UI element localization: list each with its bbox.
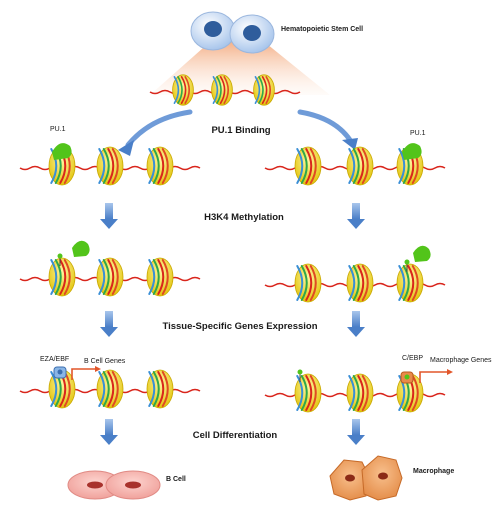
stage-pu1-binding: PU.1 Binding [211,125,271,136]
macrophage-label: Macrophage [413,468,455,475]
b-cell-transcription-arrowhead [95,366,101,372]
cebp-label: C/EBP [402,355,424,362]
pu1-factor-bound-left [52,143,72,160]
pu1-factor-released-left [72,240,90,257]
nucleosome [146,257,174,297]
nucleosome [346,373,374,413]
chromatin-strand-right-h3k4 [264,263,446,303]
nucleosome [396,263,424,303]
nucleosome [96,369,124,409]
b-cell-transcription-arrow [71,368,95,380]
eza-ebf-factor-core [57,369,63,375]
chromatin-strand-top [149,74,301,106]
nucleosome [253,74,275,106]
nucleosome [48,257,76,297]
nucleosome [146,146,174,186]
nucleosome [396,373,424,413]
nucleosome [96,146,124,186]
b-cell-pair [67,470,161,500]
stage-h3k4-methylation: H3K4 Methylation [204,212,284,223]
macrophage-pair [329,455,403,501]
nucleosome [294,263,322,303]
macrophage-transcription-arrowhead [447,369,453,375]
chromatin-strand-left-h3k4 [19,257,201,297]
nucleosome [294,146,322,186]
pu1-label-right: PU.1 [410,130,426,137]
right-step-arrows [347,203,365,445]
macrophage-transcription-arrow [419,371,447,383]
stem-cell-label: Hematopoietic Stem Cell [281,26,364,33]
nucleosome [96,257,124,297]
b-cell-genes-label: B Cell Genes [84,358,126,365]
right-branch-arrow [297,109,353,143]
chromatin-strands [19,74,446,413]
nucleosome [211,74,233,106]
left-branch-arrowhead [118,140,134,156]
pu1-factor-bound-right [402,143,422,160]
pu1-label-left: PU.1 [50,126,66,133]
cebp-factor-core [404,374,410,380]
right-branch-arrowhead [342,138,358,150]
nucleosome [146,369,174,409]
pu1-factor-released-right [413,245,431,262]
stage-tissue-expression: Tissue-Specific Genes Expression [162,321,318,332]
macrophage-genes-label: Macrophage Genes [430,357,492,364]
left-branch-arrow [125,109,193,148]
h3k4-methyl-marks [57,253,410,382]
nucleosome [172,74,194,106]
chromatin-strand-left-pu1 [19,146,201,186]
chromatin-strand-right-pu1 [264,146,446,186]
nucleosome [294,373,322,413]
eza-ebf-label: EZA/EBF [40,356,70,363]
chromatin-strand-right-express [264,373,446,413]
nucleosome [346,263,374,303]
left-step-arrows [100,203,118,445]
nucleosome [346,146,374,186]
chromatin-strand-left-express [19,369,201,409]
b-cell-label: B Cell [166,476,186,483]
stage-cell-differentiation: Cell Differentiation [192,430,278,441]
stem-cell-pair [190,11,275,54]
stem-cell-glow [150,40,330,95]
